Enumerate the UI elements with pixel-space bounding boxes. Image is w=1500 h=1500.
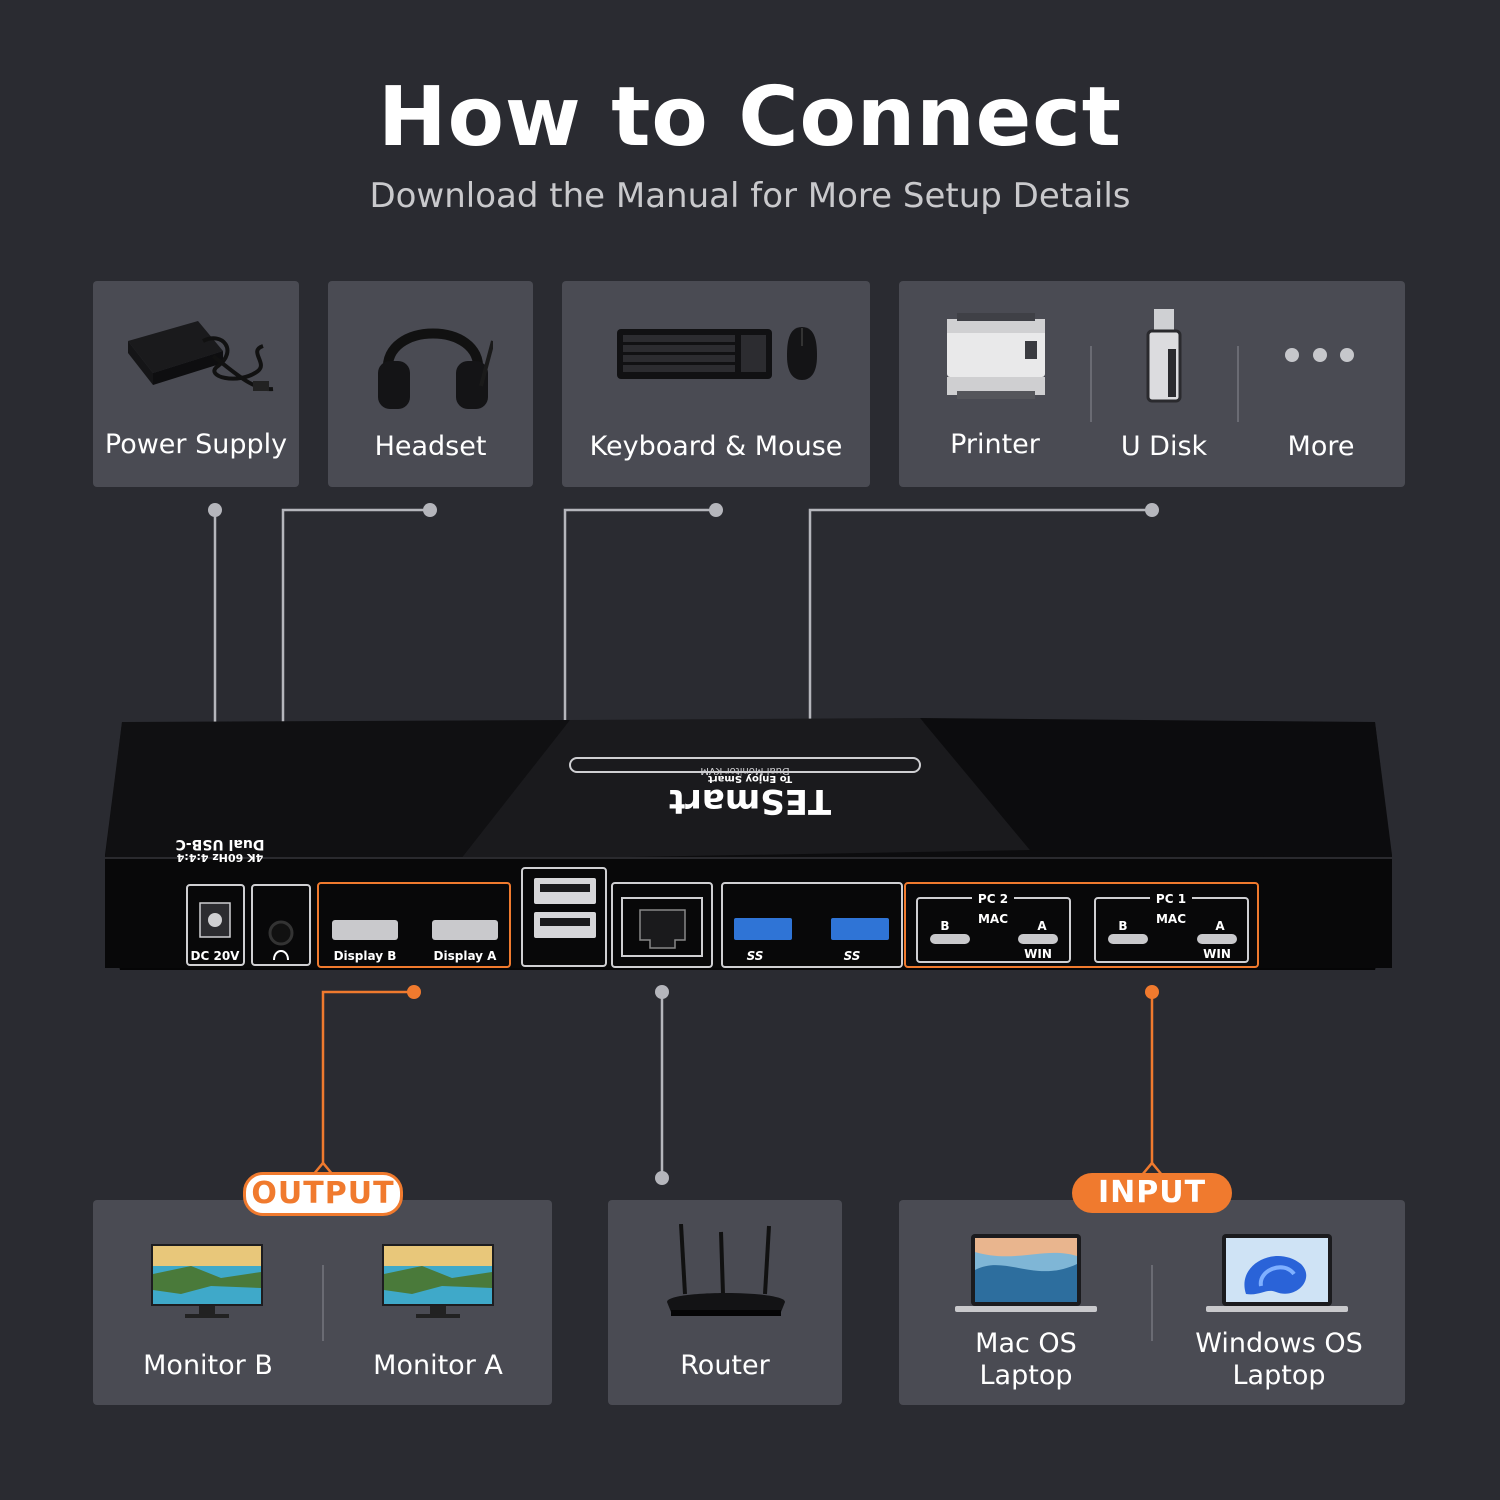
port-pc1-a: A <box>1215 919 1225 933</box>
label-headset: Headset <box>374 431 487 462</box>
label-router: Router <box>680 1350 770 1381</box>
output-badge: OUTPUT <box>243 1172 403 1216</box>
port-pc2-a: A <box>1037 919 1047 933</box>
label-monitor-b: Monitor B <box>143 1350 273 1381</box>
label-u-disk: U Disk <box>1120 431 1208 462</box>
label-keyboard-mouse: Keyboard & Mouse <box>589 431 843 462</box>
port-usb3-2: SS <box>844 949 861 963</box>
divider-bottom-2 <box>1151 1265 1153 1341</box>
port-display-b: Display B <box>334 949 397 963</box>
divider-bottom-1 <box>322 1265 324 1341</box>
device-model: Dual Monitor KVM <box>700 765 789 776</box>
label-power-supply: Power Supply <box>104 429 288 460</box>
card-keyboard-mouse: Keyboard & Mouse <box>562 281 870 487</box>
device-tagline: To Enjoy Smart <box>708 773 792 784</box>
label-monitor-a: Monitor A <box>373 1350 503 1381</box>
port-pc2-mac: MAC <box>978 912 1008 926</box>
input-badge: INPUT <box>1072 1173 1232 1213</box>
device-side-line2: 4K 60Hz 4:4:4 <box>176 851 263 864</box>
port-pc1-b: B <box>1118 919 1127 933</box>
mouse-icon <box>787 327 817 380</box>
laptop-icon <box>955 1234 1097 1312</box>
keyboard-icon <box>617 329 772 379</box>
card-headset: Headset <box>328 281 533 487</box>
divider-top-2 <box>1237 346 1239 422</box>
port-pc2-label: PC 2 <box>978 892 1008 906</box>
card-peripherals: Printer U Disk More <box>899 281 1405 487</box>
port-pc1-label: PC 1 <box>1156 892 1186 906</box>
laptop-icon <box>1206 1234 1348 1312</box>
label-more: More <box>1287 431 1355 462</box>
label-mac-laptop: Mac OS Laptop <box>975 1328 1077 1391</box>
monitor-icon <box>382 1244 494 1318</box>
card-power-supply: Power Supply <box>93 281 299 487</box>
headset-icon <box>378 328 493 409</box>
divider-top-1 <box>1090 346 1092 422</box>
more-dots-icon <box>1285 348 1354 362</box>
port-usb3-1: SS <box>747 949 764 963</box>
port-pc1-mac: MAC <box>1156 912 1186 926</box>
kvm-switch-device: TESmart To Enjoy Smart Dual Monitor KVM … <box>105 718 1392 970</box>
power-adapter-icon <box>128 321 274 392</box>
label-printer: Printer <box>950 429 1040 460</box>
port-pc2-win: WIN <box>1024 947 1052 961</box>
card-monitors: Monitor B Monitor A <box>93 1200 552 1405</box>
port-dc: DC 20V <box>191 949 241 963</box>
page-title: How to Connect <box>377 70 1123 165</box>
page-subtitle: Download the Manual for More Setup Detai… <box>369 176 1131 216</box>
device-side-line1: Dual USB-C <box>176 836 265 852</box>
label-windows-laptop: Windows OS Laptop <box>1195 1328 1363 1391</box>
router-icon <box>667 1224 785 1316</box>
device-brand: TESmart <box>669 781 831 821</box>
card-laptops: Mac OS Laptop Windows OS Laptop <box>899 1200 1405 1405</box>
port-pc2-b: B <box>940 919 949 933</box>
printer-icon <box>947 313 1045 399</box>
monitor-icon <box>151 1244 263 1318</box>
card-router: Router <box>608 1200 842 1405</box>
usb-disk-icon <box>1146 309 1182 403</box>
port-display-a: Display A <box>434 949 498 963</box>
port-pc1-win: WIN <box>1203 947 1231 961</box>
